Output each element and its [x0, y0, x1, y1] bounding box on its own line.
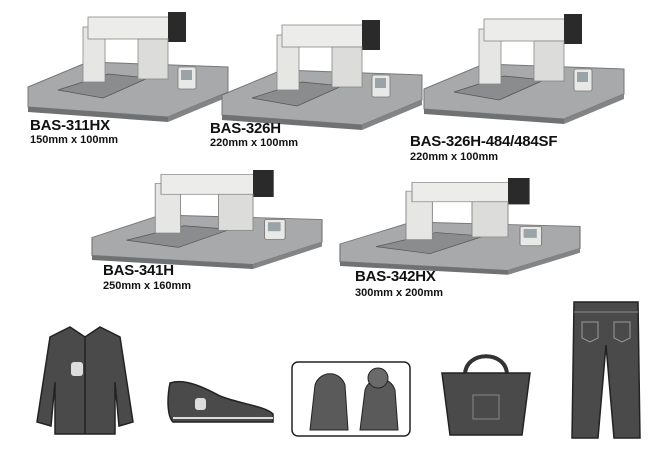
machine-image-bas-342hx: [339, 177, 581, 276]
machine-image-bas-326h: [221, 19, 423, 131]
sewing-area: 150mm x 100mm: [30, 134, 119, 146]
model-name: BAS-341H: [103, 262, 174, 279]
sewing-area: 220mm x 100mm: [210, 137, 299, 149]
model-name: BAS-326H-484/484SF: [410, 133, 558, 150]
machine-image-bas-311hx: [27, 11, 229, 123]
model-name: BAS-311HX: [30, 117, 110, 134]
sewing-area: 220mm x 100mm: [410, 151, 499, 163]
machine-image-bas-326h-484: [423, 13, 625, 125]
sewing-area: 300mm x 200mm: [355, 287, 444, 299]
sneaker-icon: [167, 381, 274, 423]
machine-image-bas-341h: [91, 169, 323, 270]
model-name: BAS-326H: [210, 120, 281, 137]
sewing-area: 250mm x 160mm: [103, 280, 192, 292]
jeans-icon: [571, 301, 641, 439]
jacket-icon: [36, 326, 134, 435]
tote-bag-icon: [441, 354, 531, 436]
model-name: BAS-342HX: [355, 268, 436, 285]
car-seat-icon: [291, 361, 411, 437]
